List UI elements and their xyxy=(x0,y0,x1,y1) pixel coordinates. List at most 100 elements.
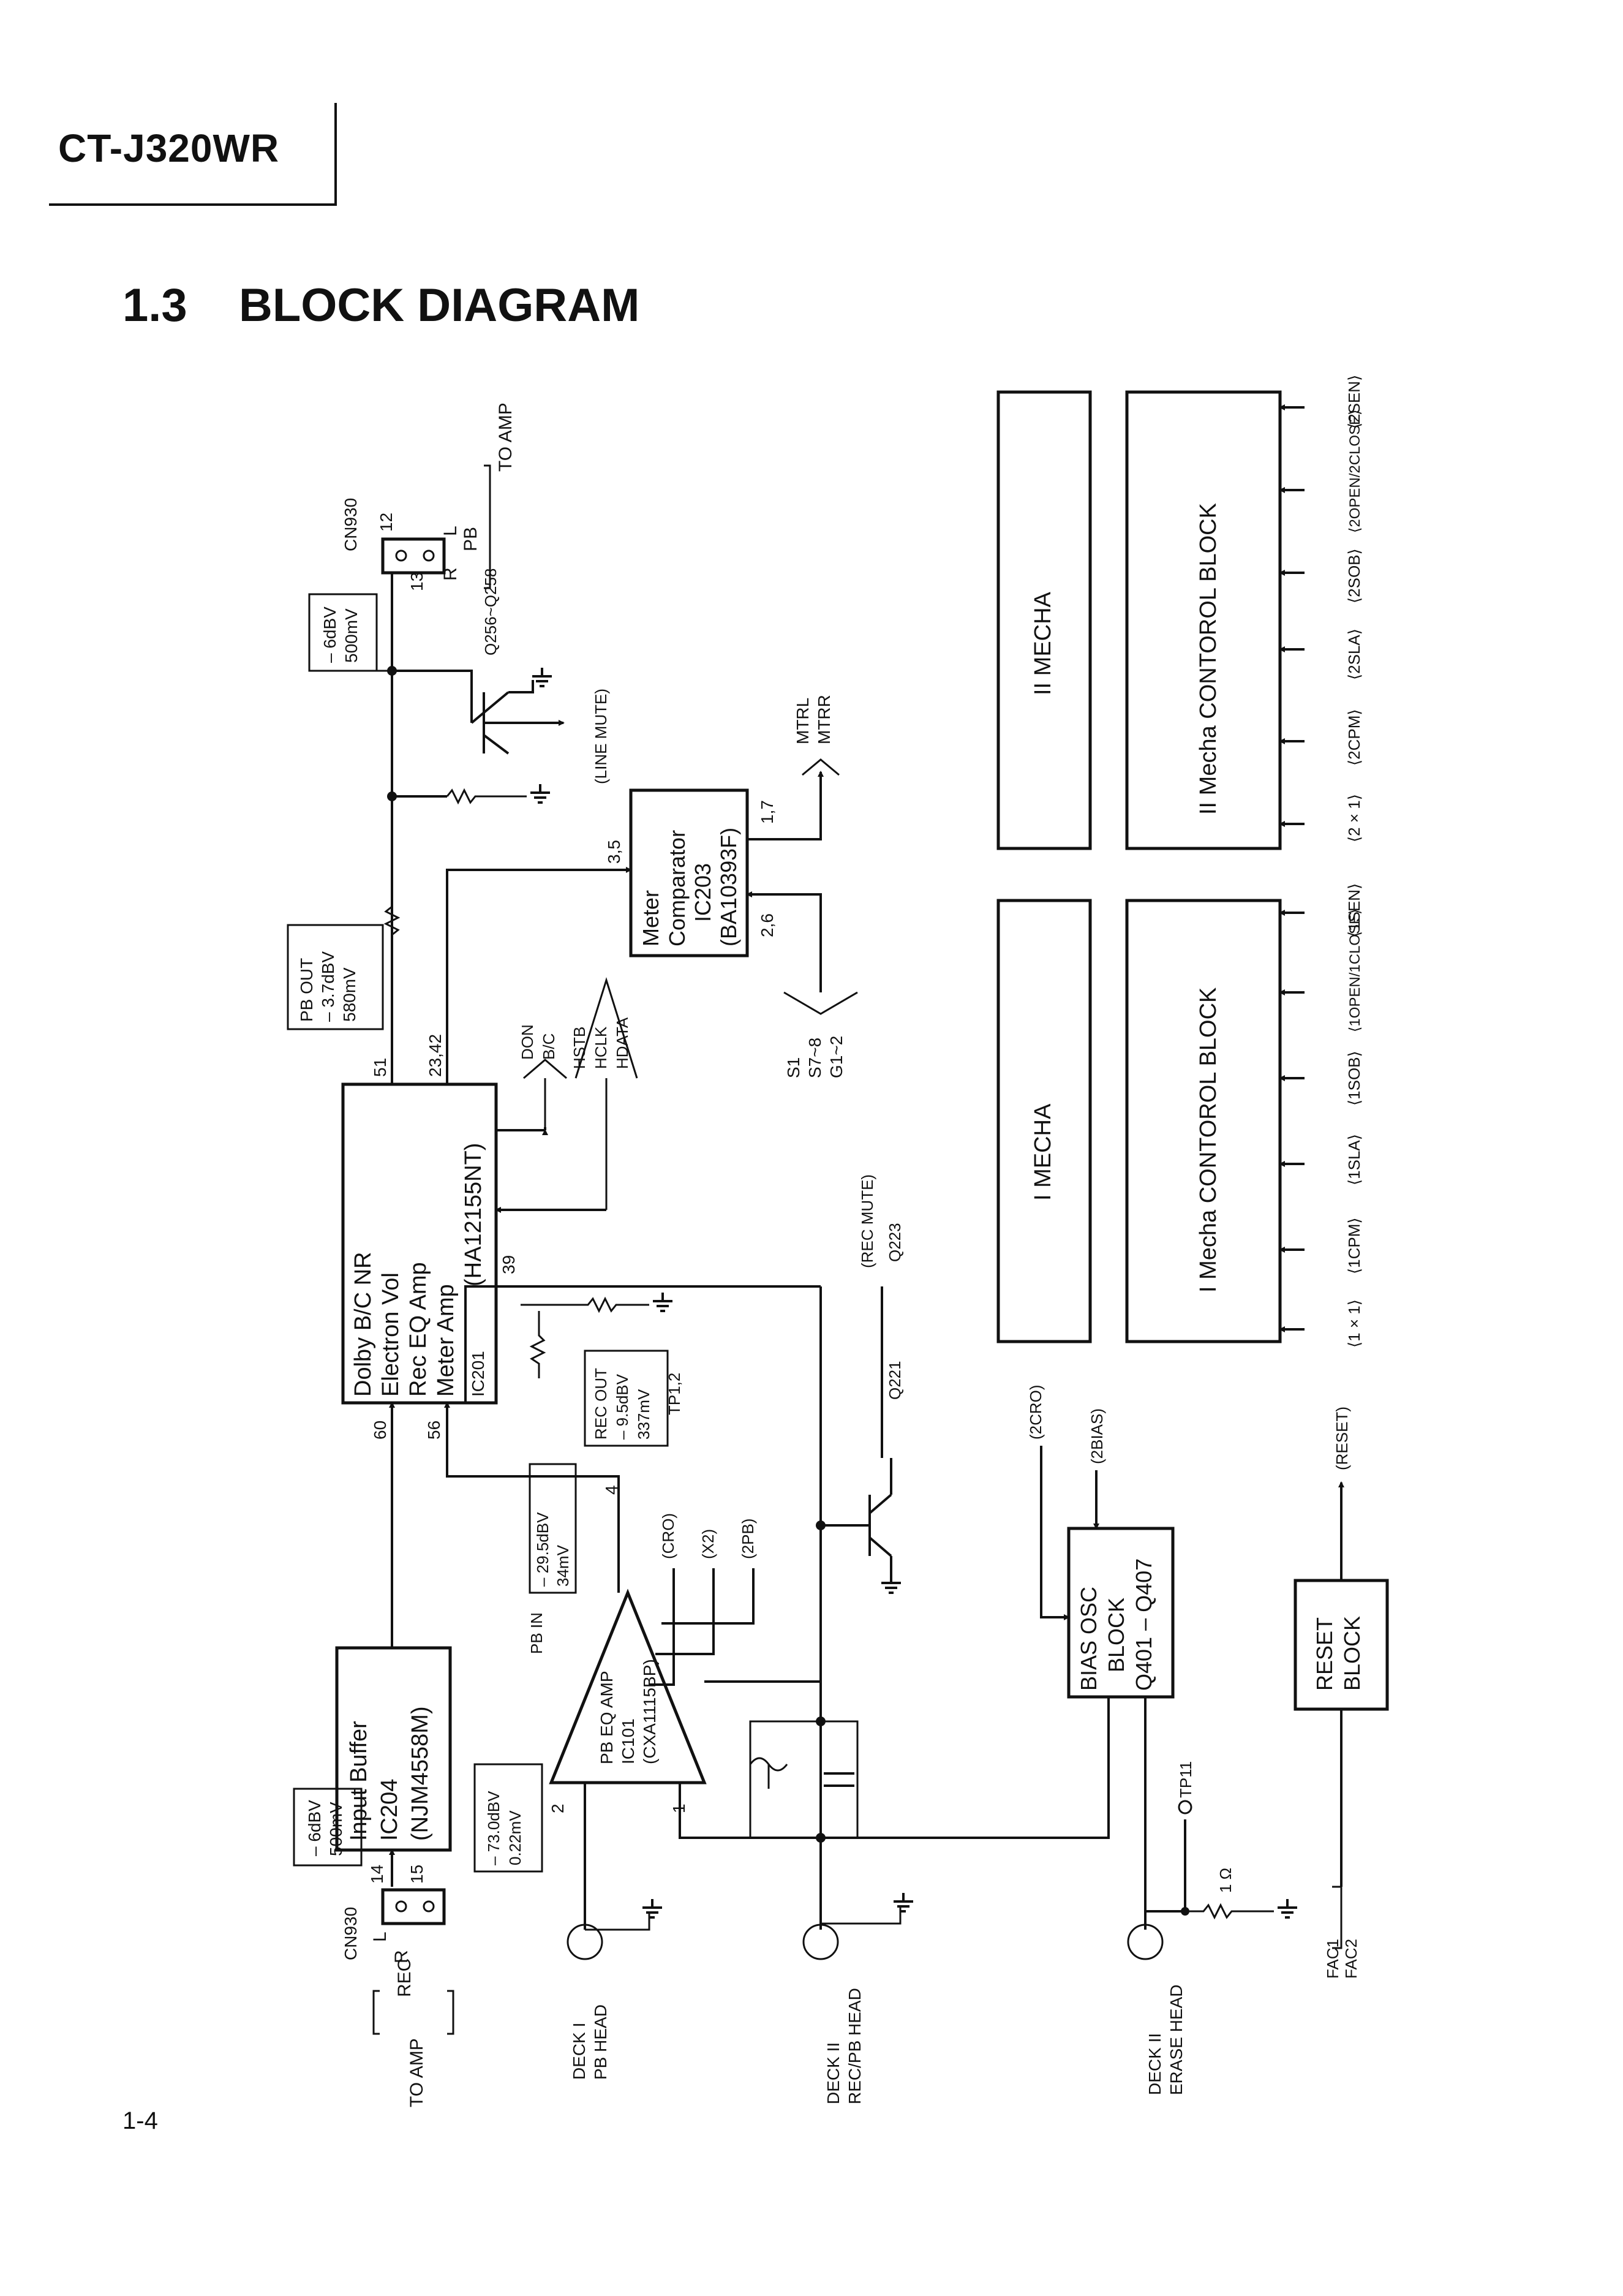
bias-3: Q401 – Q407 xyxy=(1131,1558,1156,1691)
pin13: 13 xyxy=(407,572,426,591)
pin39: 39 xyxy=(499,1255,518,1274)
mtrr: MTRR xyxy=(815,695,834,744)
pb-label: PB xyxy=(461,527,481,551)
deck2e-2: ERASE HEAD xyxy=(1167,1985,1186,2096)
ctrl-2-signals: ⟨2 × 1⟩ ⟨2CPM⟩ ⟨2SLA⟩ ⟨2SOB⟩ ⟨2OPEN/2CLO… xyxy=(1279,375,1363,842)
ic201-ref: IC201 xyxy=(469,1351,488,1397)
cn930-bottom-connector xyxy=(381,1888,446,1925)
pbeq-2: IC101 xyxy=(619,1718,638,1764)
sig-1sob: ⟨1SOB⟩ xyxy=(1345,1051,1363,1106)
pb-in-1: – 29.5dBV xyxy=(533,1512,552,1587)
sig-2sob: ⟨2SOB⟩ xyxy=(1345,548,1363,603)
pb-out-1: PB OUT xyxy=(297,958,316,1022)
pb-out-2: – 3.7dBV xyxy=(318,951,337,1022)
dolby-line-2: Electron Vol xyxy=(378,1272,404,1397)
deck1-head xyxy=(567,1924,603,1960)
head-level-2: 0.22mV xyxy=(506,1810,524,1865)
cn930-bottom-label: CN930 xyxy=(341,1907,360,1960)
ib-2: IC204 xyxy=(377,1779,402,1841)
pin2-eq: 2 xyxy=(548,1803,567,1813)
fac2: FAC2 xyxy=(1342,1939,1360,1979)
reset-sig: (RESET) xyxy=(1333,1407,1351,1470)
s1: S1 xyxy=(784,1057,803,1078)
cro: (CRO) xyxy=(659,1513,677,1559)
rec-out-box xyxy=(584,1350,669,1447)
dolby-line-3: Rec EQ Amp xyxy=(405,1262,431,1397)
pb-eq-amp-ic101 xyxy=(549,1588,707,1784)
pb-in-box xyxy=(529,1463,577,1594)
sig-1sla: ⟨1SLA⟩ xyxy=(1345,1134,1363,1185)
pin-L-top: L xyxy=(440,526,461,536)
comp-4: (BA10393F) xyxy=(716,828,741,946)
pin15: 15 xyxy=(407,1865,426,1884)
pin17: 1,7 xyxy=(758,800,777,824)
ctrl-2-block xyxy=(1125,390,1282,850)
mecha-1-block xyxy=(996,899,1092,1343)
ctrl-1-label: I Mecha CONTOROL BLOCK xyxy=(1196,988,1221,1293)
level-out-2: 500mV xyxy=(342,608,361,663)
deck2-head xyxy=(802,1924,839,1960)
hclk: HCLK xyxy=(592,1026,610,1069)
bracket-top xyxy=(484,464,491,589)
mecha-1-label: I MECHA xyxy=(1030,1103,1056,1201)
rec-out-2: – 9.5dBV xyxy=(613,1373,631,1440)
ib-1: Input Buffer xyxy=(346,1721,372,1841)
cro2: (2CRO) xyxy=(1026,1384,1045,1440)
q221: Q221 xyxy=(886,1361,904,1400)
comp-1: Meter xyxy=(638,890,663,946)
deck2e-1: DECK II xyxy=(1145,2033,1164,2095)
cn930-top-connector xyxy=(381,537,446,575)
dolby-line-1: Dolby B/C NR xyxy=(350,1252,376,1397)
sig-1sen: ⟨1SEN⟩ xyxy=(1345,883,1363,937)
sig-1open: ⟨1OPEN/1CLOSE⟩ xyxy=(1347,909,1363,1032)
mecha-2-block xyxy=(996,390,1092,850)
sig-1cpm: ⟨1CPM⟩ xyxy=(1345,1217,1363,1274)
ctrl-1-block xyxy=(1125,899,1282,1343)
page-number: 1-4 xyxy=(122,2107,158,2134)
ohm: 1 Ω xyxy=(1216,1868,1235,1893)
section-number: 1.3 xyxy=(122,279,187,331)
pbeq-1: PB EQ AMP xyxy=(597,1671,616,1765)
sig-2sen: ⟨2SEN⟩ xyxy=(1345,375,1363,429)
bias-2: BLOCK xyxy=(1104,1598,1129,1672)
pbeq-3: (CXA1115BP) xyxy=(640,1659,659,1764)
mecha-2-label: II MECHA xyxy=(1030,591,1056,695)
level-box-bottom xyxy=(293,1788,363,1867)
pb-out-box xyxy=(287,924,384,1030)
rec-out-3: 337mV xyxy=(635,1389,653,1440)
cn930-top-label: CN930 xyxy=(341,498,360,551)
comp-3: IC203 xyxy=(690,863,715,922)
ctrl-2-label: II Mecha CONTOROL BLOCK xyxy=(1196,503,1221,815)
reset-2: BLOCK xyxy=(1339,1616,1365,1691)
x2: (X2) xyxy=(699,1529,717,1559)
header-rule-vertical xyxy=(334,103,337,206)
header-rule-horizontal xyxy=(49,203,337,206)
ib-3: (NJM4558M) xyxy=(407,1706,433,1841)
lc-trap xyxy=(749,1720,859,1839)
tp12: TP1,2 xyxy=(665,1373,683,1415)
pin56: 56 xyxy=(424,1421,443,1440)
dolby-ic201-block xyxy=(341,1082,498,1405)
pb-out-3: 580mV xyxy=(340,967,359,1022)
pb-in-2: 34mV xyxy=(554,1544,572,1587)
to-amp-bottom: TO AMP xyxy=(407,2038,427,2107)
don: DON xyxy=(518,1024,537,1060)
level-box-top xyxy=(308,593,378,672)
pb2: (2PB) xyxy=(739,1519,757,1559)
sig-2x1: ⟨2 × 1⟩ xyxy=(1345,794,1363,842)
pin26: 2,6 xyxy=(758,913,777,937)
model-number: CT-J320WR xyxy=(58,126,280,170)
pin51: 51 xyxy=(371,1058,390,1077)
pin12: 12 xyxy=(377,513,396,532)
resistor xyxy=(383,905,401,936)
head-level-box xyxy=(473,1763,543,1873)
bias-1: BIAS OSC xyxy=(1076,1587,1101,1691)
pin35: 3,5 xyxy=(604,840,623,864)
q223: Q223 xyxy=(886,1223,904,1262)
pin4: 4 xyxy=(602,1485,621,1495)
s78: S7~8 xyxy=(805,1038,824,1078)
bias2: (2BIAS) xyxy=(1088,1408,1106,1464)
pin2342: 23,42 xyxy=(426,1034,445,1077)
bc: B/C xyxy=(540,1033,558,1060)
head-level-1: – 73.0dBV xyxy=(484,1791,503,1865)
